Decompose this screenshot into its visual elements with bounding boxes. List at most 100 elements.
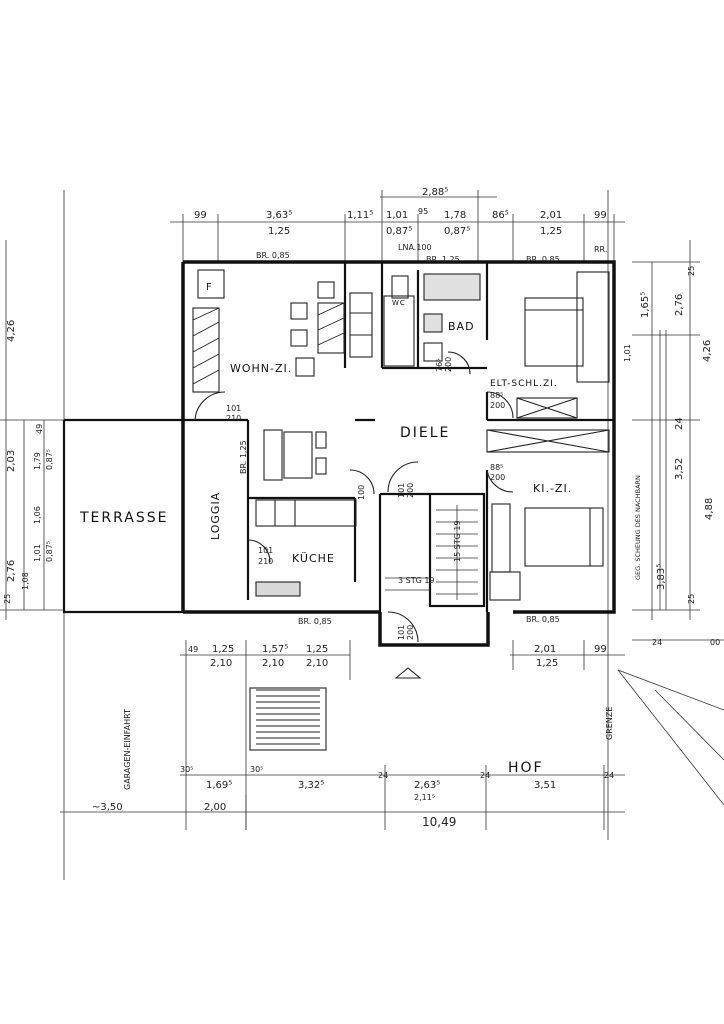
dim-left-10: 25 <box>3 594 12 604</box>
dim-right-12: 00 <box>710 638 720 647</box>
room-label-wohnzimmer: WOHN-ZI. <box>230 362 292 375</box>
stair-steps-2: 3 STG 19 <box>398 576 435 585</box>
stair-steps-1: 15 STG 19 <box>453 520 462 562</box>
dim-bot-r3-5: 24 <box>378 771 388 780</box>
dim-top-95: 95 <box>418 207 428 216</box>
dim-bot-r3-8: 3,51 <box>534 780 556 791</box>
doors <box>194 351 514 643</box>
outer-walls <box>62 260 616 647</box>
dim-top-total: 2,88⁵ <box>422 187 448 198</box>
room-label-kinder: KI.-ZI. <box>533 482 572 495</box>
door-labels: 101 210 88⁵ 200 88⁵ 200 101 210 76⁵ 200 … <box>226 357 505 640</box>
dim-bot-r3-3: 30⁵ <box>250 765 263 774</box>
inner-walls <box>183 262 614 612</box>
door-kueche-top: 101 <box>258 546 273 555</box>
right-note: GEG. SCHEUNG DES NACHBARN <box>634 475 642 580</box>
window-label-bad: BR. 1,25 <box>426 255 460 264</box>
dim-left-6: 2,76 <box>6 560 17 582</box>
window-label-ki: BR. 0,85 <box>526 615 560 624</box>
door-bad-bottom: 200 <box>444 357 453 372</box>
fireplace-mark: F <box>206 282 212 293</box>
dim-top-5: 1,78 <box>444 210 466 221</box>
dim-bot-r3-7: 24 <box>480 771 490 780</box>
top-dimensions: 2,88⁵ 95 99 3,63⁵ 1,11⁵ 1,01 1,78 86⁵ 2,… <box>194 187 607 237</box>
dim-bot-left: ~3,50 <box>92 802 123 813</box>
door-kueche-bottom: 210 <box>258 557 273 566</box>
furniture <box>192 269 724 806</box>
dim-top-6: 86⁵ <box>492 210 509 221</box>
dim-bot-r2-3: 2,10 <box>306 658 328 669</box>
dim-bot-r3-2: 1,69⁵ <box>206 780 232 791</box>
door-wohn-top: 101 <box>226 404 241 413</box>
dim-right-2: 1,65⁵ <box>640 292 651 318</box>
room-label-loggia: LOGGIA <box>209 492 222 540</box>
dim-bot-total: 10,49 <box>422 815 456 829</box>
dim-left-3: 1,79 <box>33 452 42 470</box>
door-wohn-bottom: 210 <box>226 414 241 423</box>
dim-right-5: 4,26 <box>702 340 713 362</box>
dim-top-2: 3,63⁵ <box>266 210 292 221</box>
room-label-bad: BAD <box>448 320 475 333</box>
room-label-hof: HOF <box>508 760 544 776</box>
dim-bot-r3-6: 2,63⁵ <box>414 780 440 791</box>
dim-top-1: 99 <box>194 210 207 221</box>
door-ki-top: 88⁵ <box>490 463 503 472</box>
dim-right-1: 25 <box>687 266 696 276</box>
door-bad-top: 76⁵ <box>435 359 444 372</box>
dim-top-7: 2,01 <box>540 210 562 221</box>
dim-right-8: 4,88 <box>704 498 715 520</box>
door-entry-2: 200 <box>406 625 415 640</box>
dim-bot-4: 1,25 <box>306 644 328 655</box>
dimension-lines <box>0 190 724 880</box>
dim-right-6: 24 <box>674 417 685 430</box>
dim-top-r2-1: 1,25 <box>268 226 290 237</box>
room-label-terrasse: TERRASSE <box>79 510 168 526</box>
dim-top-3: 1,11⁵ <box>347 210 373 221</box>
room-labels: WOHN-ZI. DIELE BAD WC ELT-SCHL.ZI. KI.-Z… <box>79 282 614 790</box>
door-diele-1: 101 <box>397 483 406 498</box>
dim-bot-r2-2: 2,10 <box>262 658 284 669</box>
dim-top-r2-2: 0,87⁵ <box>386 226 412 237</box>
dim-bot-1: 49 <box>188 645 198 654</box>
room-label-eltern: ELT-SCHL.ZI. <box>490 379 558 389</box>
dim-right-11: 24 <box>652 638 662 647</box>
dim-bot-r2-1: 2,10 <box>210 658 232 669</box>
label-garagen-einfahrt: GARAGEN-EINFAHRT <box>123 709 132 790</box>
room-label-wc: WC <box>392 299 406 307</box>
window-label-kueche: BR. 0,85 <box>298 617 332 626</box>
dim-left-5: 1,06 <box>33 506 42 524</box>
window-label-wohn: BR. 0,85 <box>256 251 290 260</box>
dim-left-4: 0,87⁵ <box>45 449 54 470</box>
dim-right-3: 1,01 <box>623 344 632 362</box>
left-dimensions: 4,26 49 2,03 1,79 0,87⁵ 1,06 2,76 1,01 0… <box>3 320 54 604</box>
door-entry-1: 101 <box>397 625 406 640</box>
dim-bot-6: 99 <box>594 644 607 655</box>
door-ki-bottom: 200 <box>490 473 505 482</box>
window-label-loggia: BR. 1,25 <box>239 440 248 474</box>
door-wc: 100 <box>357 485 366 500</box>
label-grenze: GRENZE <box>605 707 614 740</box>
right-dimensions: 25 1,65⁵ 1,01 2,76 4,26 24 3,52 4,88 3,8… <box>623 266 720 647</box>
dim-bot-mid: 2,00 <box>204 802 226 813</box>
dim-right-4: 2,76 <box>674 294 685 316</box>
dim-top-r2-3: 0,87⁵ <box>444 226 470 237</box>
dim-top-8: 99 <box>594 210 607 221</box>
dim-left-9: 1,08 <box>21 572 30 590</box>
dim-right-9: 3,83⁵ <box>656 564 667 590</box>
dim-bot-5: 2,01 <box>534 644 556 655</box>
door-eltern-top: 88⁵ <box>490 391 503 400</box>
dim-bot-r3b: 2,11⁵ <box>414 793 435 802</box>
door-diele-2: 200 <box>406 483 415 498</box>
dim-left-11: 49 <box>35 424 44 434</box>
dim-right-10: 25 <box>687 594 696 604</box>
dim-bot-r3-1: 30⁵ <box>180 765 193 774</box>
window-labels: BR. 0,85 BR. 1,25 BR. 0,85 RR. LNA.100 B… <box>239 243 607 626</box>
room-label-kueche: KÜCHE <box>292 552 335 565</box>
window-label-rr: RR. <box>594 245 607 254</box>
room-label-diele: DIELE <box>400 425 450 441</box>
dim-left-1: 4,26 <box>6 320 17 342</box>
dim-bot-r2-4: 1,25 <box>536 658 558 669</box>
bottom-dimensions: 49 1,25 1,57⁵ 1,25 2,01 99 2,10 2,10 2,1… <box>92 644 614 829</box>
dim-left-2: 2,03 <box>6 450 17 472</box>
